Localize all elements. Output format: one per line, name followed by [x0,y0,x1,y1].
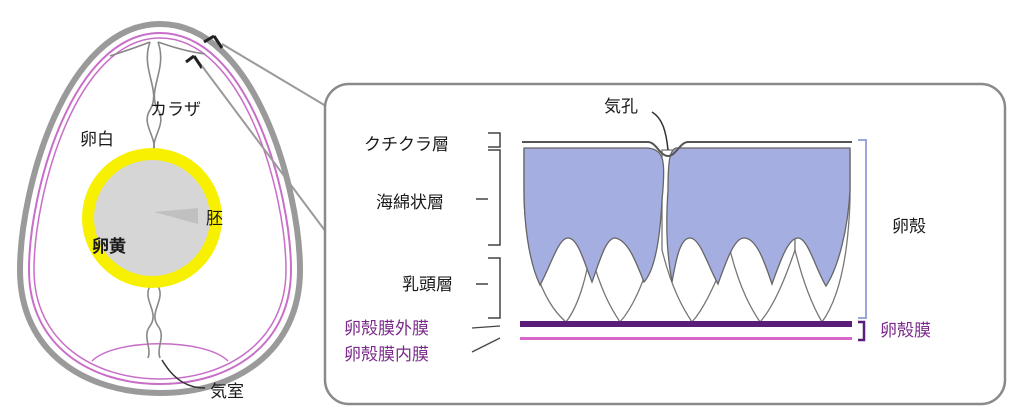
label-yolk: 卵黄 [92,236,126,257]
air-cell-pointer [161,359,206,389]
label-chalaza: カラザ [150,100,201,120]
egg-membrane-inner [33,37,287,380]
label-spongy: 海綿状層 [376,193,444,213]
cuticle-layer [522,141,852,158]
inner-membrane-leader [471,337,501,353]
label-germ: 胚 [206,209,223,229]
chalaza-upper [109,41,206,153]
cuticle-bracket [488,132,501,148]
spongy-layer-right [666,147,851,288]
label-albumen: 卵白 [80,130,114,150]
inner-shell-membrane [520,337,852,340]
callout-line-bottom [201,65,327,233]
egg-membrane-outer [27,31,293,386]
germ-disc [154,208,198,224]
membrane-bracket [858,320,866,342]
spongy-bracket [476,149,501,246]
label-eggshell: 卵殻 [892,217,926,237]
label-pore: 気孔 [604,97,638,117]
eggshell-bracket [858,139,867,319]
yolk [94,160,210,276]
callout-line-top [221,43,337,113]
label-mammillary: 乳頭層 [402,275,453,295]
chalaza-lower [146,285,162,359]
outer-shell-membrane [520,321,852,327]
zoom-marker [185,34,224,69]
label-inner-membrane: 卵殻膜内膜 [344,345,429,365]
spongy-layer-left [523,147,665,287]
label-cuticle: クチクラ層 [364,135,449,155]
shell-layer-diagram: 気孔 クチクラ層 海綿状層 乳頭層 卵殻膜外膜 卵殻膜内膜 卵殻 卵殻膜 [344,97,931,365]
label-outer-membrane: 卵殻膜外膜 [344,319,429,339]
label-air-cell: 気室 [210,382,244,402]
egg-cross-section: カラザ 卵白 卵黄 胚 気室 [16,20,304,402]
pore-leader [651,111,669,151]
label-shell-membrane: 卵殻膜 [880,321,931,341]
mammillary-bracket [476,257,501,319]
outer-membrane-leader [471,325,501,329]
